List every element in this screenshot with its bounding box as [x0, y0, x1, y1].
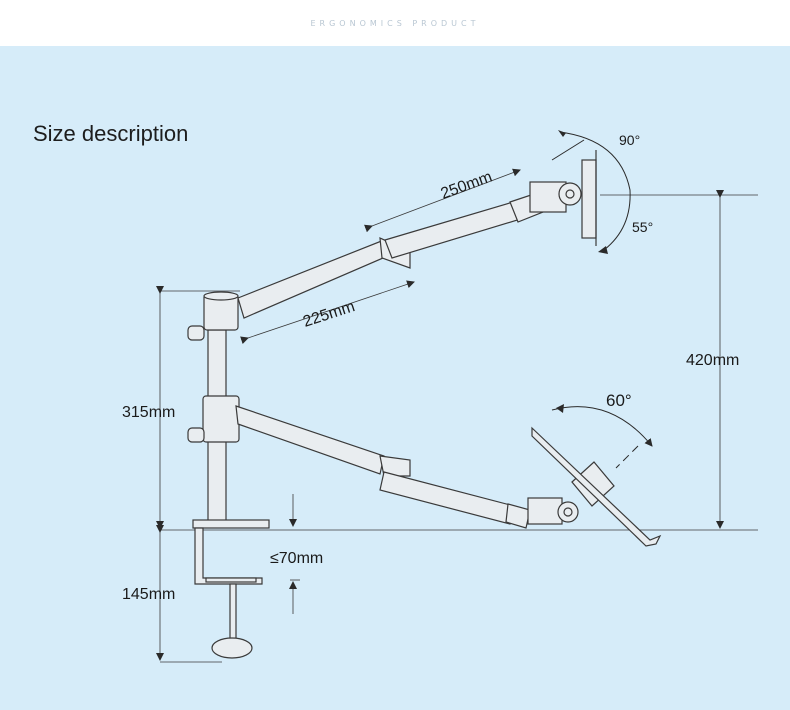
section-title: Size description — [33, 121, 189, 146]
label-column-height: 315mm — [122, 404, 175, 421]
label-tilt-up: 90° — [619, 132, 640, 148]
header-title: ERGONOMICS PRODUCT — [310, 19, 480, 28]
rotation-arcs — [551, 131, 653, 469]
label-upper-arm-length: 250mm — [439, 169, 495, 203]
pole-and-clamp — [187, 291, 270, 659]
diagram-panel — [0, 46, 790, 710]
dimension-lines — [156, 168, 758, 663]
label-clamp-height: 145mm — [122, 586, 175, 603]
upper-arm — [237, 150, 597, 319]
lower-arm — [235, 405, 662, 547]
label-tray-rotation: 60° — [606, 391, 632, 410]
label-tilt-down: 55° — [632, 219, 653, 235]
label-desk-thickness: ≤70mm — [270, 550, 323, 567]
label-mount-spacing: 420mm — [686, 352, 739, 369]
header-bar: ERGONOMICS PRODUCT — [0, 0, 790, 46]
label-lower-arm-length: 225mm — [301, 298, 357, 331]
